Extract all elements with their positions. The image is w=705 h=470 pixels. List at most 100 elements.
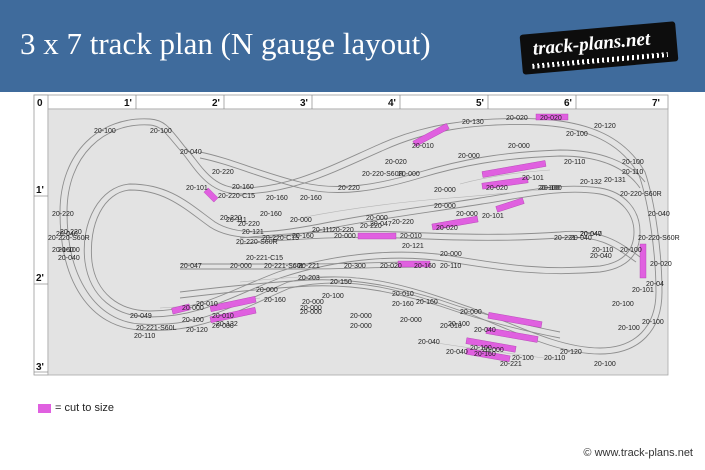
ruler-mark-0: 0 xyxy=(37,98,43,109)
track-lines xyxy=(59,118,663,361)
cut-piece xyxy=(357,232,397,240)
track-part-label: 20-101 xyxy=(632,287,654,294)
ruler-left-mark-3: 3' xyxy=(36,362,44,373)
track-part-label: 20-220-C15 xyxy=(218,193,255,200)
track-part-label: 20-000 xyxy=(366,215,388,222)
cut-piece xyxy=(171,303,191,315)
track-part-label: 20-000 xyxy=(300,309,322,316)
cut-piece xyxy=(209,307,257,323)
track-part-label: 20-100 xyxy=(538,185,560,192)
track-part-label: 20-010 xyxy=(412,143,434,150)
track-part-label: 20-110 xyxy=(544,355,565,362)
track-part-label: 20-220 xyxy=(52,211,74,218)
track-part-label: 20-040 xyxy=(580,231,602,238)
track-part-label: 20-100 xyxy=(540,185,562,192)
track-part-label: 20-220 xyxy=(332,227,354,234)
cut-piece xyxy=(465,347,511,363)
copyright-text: © www.track-plans.net xyxy=(583,447,693,459)
cut-piece xyxy=(465,337,517,353)
track-part-label: 20-020 xyxy=(385,159,407,166)
track-part-label: 20-121 xyxy=(402,243,424,250)
track-part-label: 20-000 xyxy=(460,309,482,316)
track-part-label: 20-000 xyxy=(456,211,478,218)
track-part-label: 20-000 xyxy=(482,347,504,354)
track-part-label: 20-120 xyxy=(186,327,208,334)
track-part-label: 20-220-S60R xyxy=(48,235,90,242)
track-part-label: 20-160 xyxy=(232,184,254,191)
track-part-label: 20-130 xyxy=(462,119,484,126)
track-part-label: 20-000 xyxy=(398,171,420,178)
track-part-label: 20-121 xyxy=(242,229,264,236)
ruler-mark-1: 1' xyxy=(124,98,132,109)
track-part-label: 20-220 xyxy=(360,223,382,230)
track-part-label: 20-04 xyxy=(646,281,664,288)
track-part-label: 20-110 xyxy=(564,159,585,166)
track-part-label: 20-150 xyxy=(330,279,352,286)
track-part-label: 20-047 xyxy=(580,231,602,238)
track-part-label: 20-220 xyxy=(212,169,234,176)
track-part-label: 20-040 xyxy=(570,235,592,242)
site-logo[interactable]: track-plans.net xyxy=(519,21,679,75)
track-part-label: 20-040 xyxy=(474,327,496,334)
cut-piece xyxy=(487,312,543,328)
track-part-label: 20-220 xyxy=(60,229,82,236)
header-banner: 3 x 7 track plan (N gauge layout) track-… xyxy=(0,0,705,92)
track-part-label: 20-100 xyxy=(512,355,534,362)
track-part-label: 20-100 xyxy=(594,361,616,368)
track-part-label: 20-100 xyxy=(620,247,642,254)
ruler-ticks xyxy=(34,95,577,373)
cut-piece xyxy=(412,123,450,147)
track-part-label: 20-010 xyxy=(400,233,422,240)
track-part-label: 20-010 xyxy=(392,291,414,298)
track-part-label: 20-110 xyxy=(134,333,155,340)
track-part-label: 20-101 xyxy=(522,175,544,182)
track-part-label: 20-000 xyxy=(434,203,456,210)
track-part-label: 20-100 xyxy=(448,321,470,328)
track-part-label: 20-040 xyxy=(590,253,612,260)
track-part-label: 20-220 xyxy=(392,219,414,226)
track-part-label: 20-100 xyxy=(150,128,172,135)
track-part-label: 20-010 xyxy=(196,301,218,308)
legend-text: = cut to size xyxy=(55,402,115,414)
track-part-label: 20-100 xyxy=(618,325,640,332)
track-part-label: 20-220 xyxy=(238,221,260,228)
track-part-label: 20-160 xyxy=(292,233,314,240)
track-part-label: 20-100 xyxy=(182,317,204,324)
track-part-label: 20-020 xyxy=(436,225,458,232)
track-part-label: 20-220-S60R xyxy=(236,239,278,246)
track-part-label: 20-000 xyxy=(256,287,278,294)
track-part-label: 20-220 xyxy=(338,185,360,192)
track-part-label: 20-221-S60L xyxy=(136,325,177,332)
track-part-label: 20-160 xyxy=(474,351,496,358)
track-part-label: 20-000 xyxy=(182,305,204,312)
ruler-mark-6: 6' xyxy=(564,98,572,109)
track-part-label: 20-220-S60R xyxy=(638,235,680,242)
track-part-label: 20-132 xyxy=(580,179,602,186)
track-part-label: 20-040 xyxy=(56,231,78,238)
track-part-label: 20-000 xyxy=(508,143,530,150)
ruler-mark-5: 5' xyxy=(476,98,484,109)
track-part-label: 20-120 xyxy=(594,123,616,130)
track-part-label: 20-160 xyxy=(264,297,286,304)
track-part-label: 20-132 xyxy=(216,321,238,328)
cut-to-size-swatch xyxy=(38,404,51,413)
track-part-label: 20-100 xyxy=(622,159,644,166)
track-part-label: 20-040 xyxy=(648,211,670,218)
track-part-label: 20-160 xyxy=(414,263,436,270)
track-part-label: 20-131 xyxy=(604,177,626,184)
track-part-label: 20-221-C15 xyxy=(246,255,283,262)
track-part-label: 20-221-S60L xyxy=(264,263,305,270)
track-part-label: 20-000 xyxy=(440,251,462,258)
left-ruler xyxy=(33,94,49,376)
cut-piece xyxy=(209,296,257,312)
track-part-label: 20-220 xyxy=(220,215,242,222)
track-part-label: 20-020 xyxy=(540,115,562,122)
track-part-label: 20-000 xyxy=(434,187,456,194)
track-part-label: 20-100 xyxy=(642,319,664,326)
track-part-label: 20-160 xyxy=(260,211,282,218)
track-part-label: 20-220-S60R xyxy=(362,171,404,178)
track-part-label: 20-040 xyxy=(418,339,440,346)
track-part-label: 20-047 xyxy=(370,221,392,228)
track-part-label: 20-100 xyxy=(566,131,588,138)
track-part-label: 20-160 xyxy=(392,301,414,308)
